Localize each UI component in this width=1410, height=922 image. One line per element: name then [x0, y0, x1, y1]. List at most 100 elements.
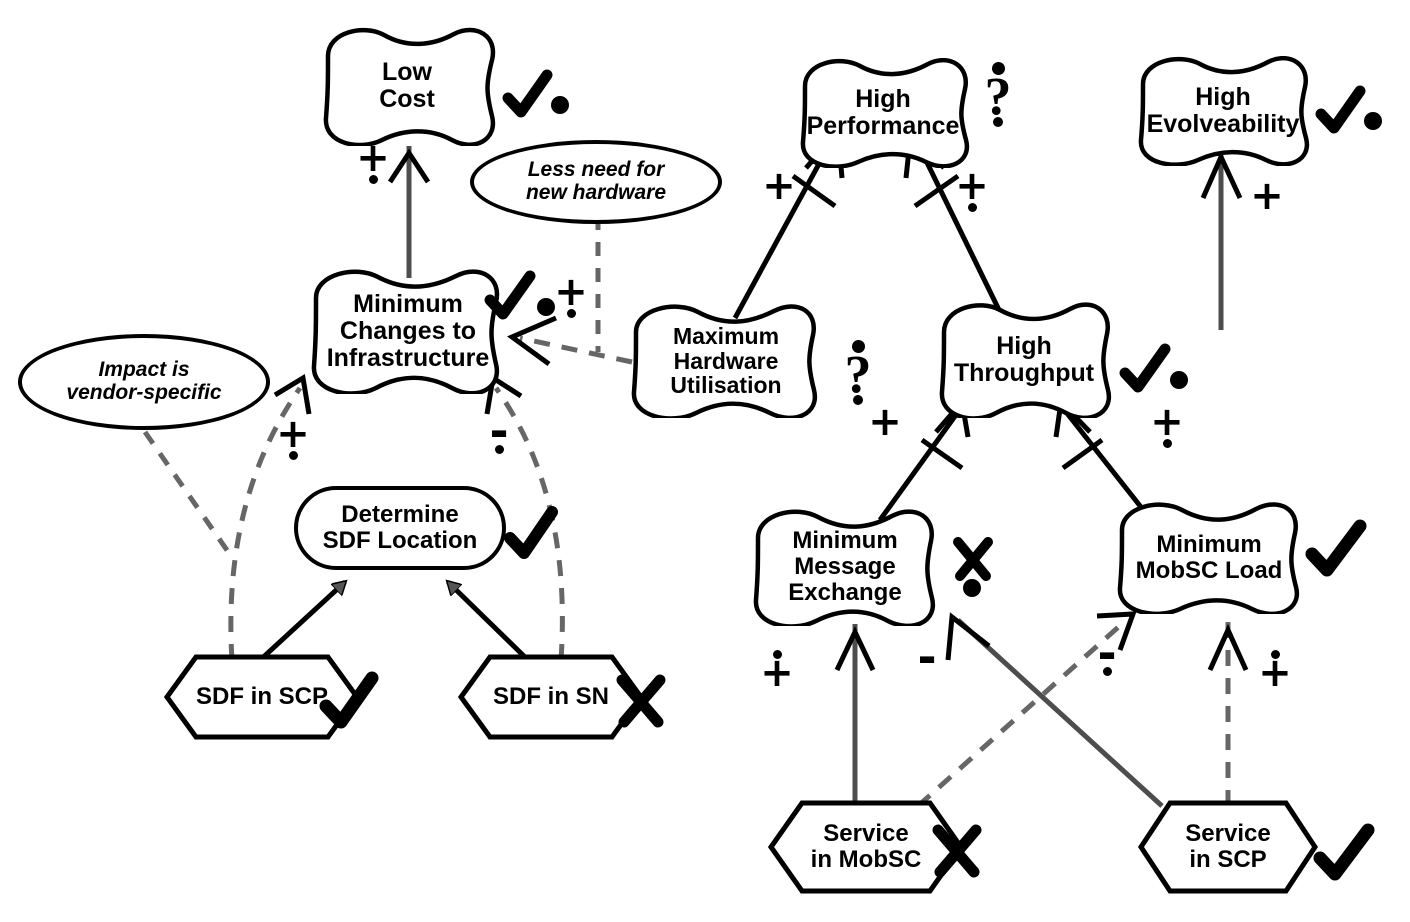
- contribution-label-svc-scp-min-mobsc: +: [1258, 650, 1292, 696]
- cloud-shape: [323, 27, 496, 146]
- label-satisficed-determine-sdf: [504, 506, 558, 560]
- plus-sign: +: [276, 411, 310, 457]
- contribution-label-high-throughput-high-performance: +: [955, 163, 989, 212]
- sdf-in-scp-label: SDF in SCP: [195, 683, 328, 711]
- cloud-shape: [631, 304, 818, 418]
- label-denied-sdf-in-sn: [614, 672, 670, 730]
- propagation-dot: [1102, 667, 1112, 676]
- contribution-label-svc-mobsc-min-mobsc: -: [1090, 626, 1124, 680]
- link-high-throughput-to-high-evolveability: [1200, 148, 1243, 330]
- plus-sign: +: [955, 163, 989, 209]
- link-svc-scp-to-min-mobsc: [1207, 622, 1249, 806]
- label-satisficed-min-changes: [484, 270, 558, 322]
- plus-sign: +: [762, 163, 796, 209]
- contribution-label-min-mobsc-high-throughput: +: [1150, 399, 1184, 448]
- link-svc-mobsc-to-min-mobsc: [916, 611, 1137, 808]
- minus-sign: -: [1097, 626, 1117, 680]
- cloud-shape: [753, 509, 936, 626]
- propagation-dot: [1162, 439, 1172, 448]
- plus-sign: +: [1250, 173, 1284, 219]
- label-undetermined-max-hw: ?: [838, 340, 878, 405]
- hexagon-shape: [164, 654, 360, 740]
- hexagon-shape: [458, 654, 644, 740]
- question-mark-icon: ?: [984, 66, 1012, 126]
- hexagon-shape: [768, 800, 964, 894]
- cloud-shape: [1117, 502, 1300, 614]
- operationalization-sdf-in-sn[interactable]: SDF in SN: [458, 654, 644, 740]
- contribution-label-min-changes-low-cost: +: [356, 135, 390, 184]
- propagation-dot: [967, 203, 977, 212]
- label-satisficed-min-mobsc-load: [1305, 519, 1368, 580]
- label-satisficed-high-evolveability: [1315, 85, 1382, 134]
- operationalization-sdf-in-scp[interactable]: SDF in SCP: [164, 654, 360, 740]
- link-sdf-scp-to-determine: [256, 582, 345, 664]
- hexagon-shape: [1138, 800, 1318, 894]
- plus-sign: +: [868, 399, 902, 445]
- label-denied-service-in-mobsc: [930, 822, 986, 880]
- propagation-dot: [566, 309, 576, 318]
- minus-sign: -: [917, 630, 937, 684]
- propagation-dot: [494, 445, 504, 454]
- label-satisficed-high-throughput: [1119, 343, 1190, 394]
- link-min-changes-to-low-cost: [387, 146, 431, 278]
- contribution-label-high-throughput-high-evolveability: +: [1250, 173, 1284, 219]
- label-satisficed-low-cost: [502, 69, 569, 118]
- plus-sign: +: [1150, 399, 1184, 445]
- propagation-dot: [991, 62, 1005, 75]
- contribution-label-svc-scp-min-msg: -: [910, 630, 944, 684]
- contribution-label-sdf-scp-min-changes: +: [276, 411, 310, 460]
- link-svc-scp-to-min-msg: [945, 612, 1164, 808]
- link-sdf-sn-to-determine: [448, 582, 532, 664]
- link-max-hw-to-min-changes: [506, 315, 633, 367]
- plus-sign: +: [1258, 650, 1292, 696]
- propagation-dot: [772, 650, 782, 659]
- contribution-label-svc-mobsc-min-msg: +: [760, 650, 794, 696]
- propagation-dot: [368, 175, 378, 184]
- cloud-shape: [1138, 56, 1310, 166]
- propagation-dot: [993, 117, 1003, 127]
- label-satisficed-service-in-scp: [1313, 823, 1376, 884]
- contribution-label-max-hw-min-changes: +: [554, 269, 588, 318]
- minus-sign: -: [489, 404, 509, 458]
- plus-sign: +: [356, 135, 390, 181]
- link-sdf-scp-to-min-changes: [228, 373, 312, 661]
- link-min-mobsc-to-high-throughput: [1053, 396, 1150, 518]
- link-svc-mobsc-to-min-msg: [834, 624, 876, 806]
- cloud-shape: [939, 302, 1112, 418]
- plus-sign: +: [760, 650, 794, 696]
- plus-sign: +: [554, 269, 588, 315]
- propagation-dot: [1270, 650, 1280, 659]
- contribution-label-sdf-sn-min-changes: -: [482, 404, 516, 458]
- contribution-label-max-hw-high-performance: +: [762, 163, 796, 209]
- contribution-label-min-msg-high-throughput: +: [868, 399, 902, 445]
- sdf-in-sn-label: SDF in SN: [492, 683, 609, 711]
